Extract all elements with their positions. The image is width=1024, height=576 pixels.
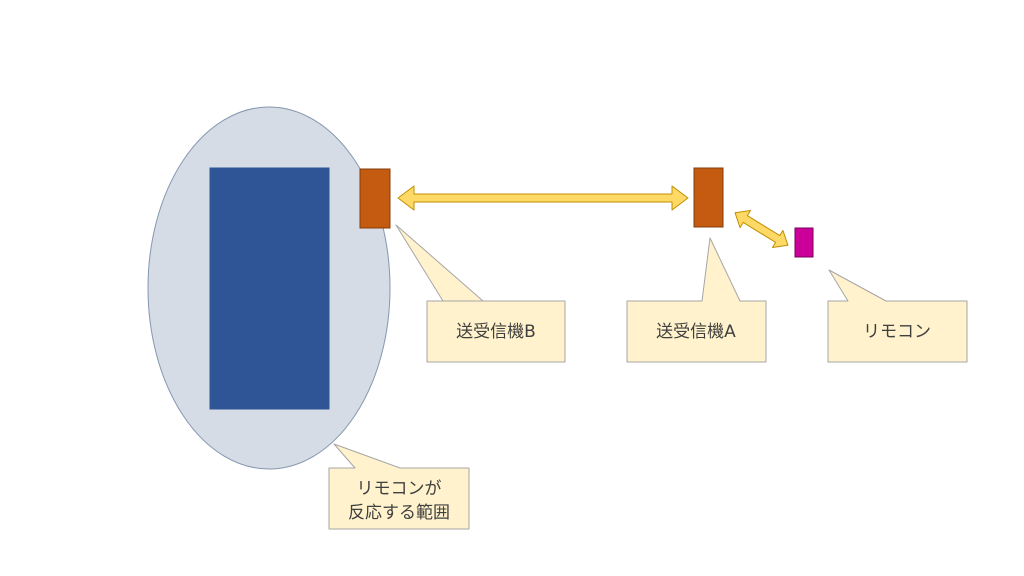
controlled-device: [209, 167, 330, 410]
label-remote: リモコン: [863, 322, 931, 342]
transceiver-a-box: [693, 167, 724, 228]
transceiver-b-box: [359, 168, 391, 229]
label-transceiver-a: 送受信機A: [656, 322, 736, 342]
callout-transceiver-b: [395, 224, 566, 363]
link-arrow-b-a: [397, 185, 689, 211]
label-range-line1: リモコンが: [357, 479, 442, 499]
label-transceiver-b: 送受信機B: [456, 322, 536, 342]
link-arrow-a-remote: [734, 210, 789, 248]
callout-range: [328, 443, 470, 530]
label-range-line2: 反応する範囲: [348, 503, 450, 523]
remote-control-box: [794, 227, 814, 258]
callout-remote: [827, 269, 968, 363]
callout-transceiver-a: [626, 237, 767, 363]
